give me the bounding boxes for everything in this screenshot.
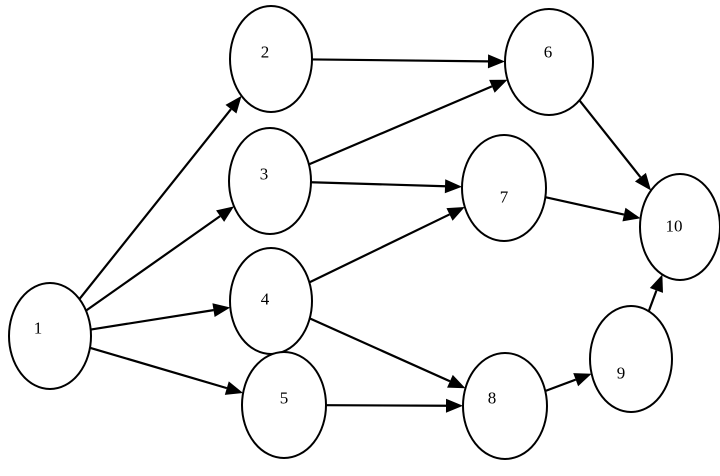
- node-6: 6: [504, 8, 594, 116]
- node-8: 8: [462, 352, 548, 460]
- edge-line: [325, 404, 447, 407]
- edge-line: [78, 108, 232, 300]
- edge-9-to-10: [647, 274, 663, 312]
- node-4: 4: [229, 247, 313, 355]
- edge-line: [309, 317, 451, 383]
- node-label: 5: [280, 389, 289, 408]
- edge-line: [308, 85, 493, 166]
- node-3: 3: [228, 127, 312, 235]
- node-label: 3: [260, 165, 269, 184]
- arrowhead-icon: [573, 373, 592, 387]
- edge-6-to-10: [578, 99, 652, 191]
- arrowhead-icon: [446, 207, 465, 221]
- arrowhead-icon: [445, 398, 464, 413]
- node-circle: [229, 247, 313, 355]
- arrowhead-icon: [634, 172, 652, 191]
- arrowhead-icon: [224, 381, 244, 395]
- edge-4-to-8: [309, 317, 466, 389]
- nodes-layer: 1 2 3 4 5 6 7 8 9 10: [8, 5, 720, 460]
- edge-1-to-3: [85, 206, 234, 312]
- arrowhead-icon: [447, 374, 466, 389]
- node-label: 9: [617, 364, 626, 383]
- node-label: 4: [261, 290, 270, 309]
- node-5: 5: [241, 351, 327, 459]
- edge-3-to-6: [308, 79, 508, 166]
- edge-1-to-4: [90, 303, 231, 331]
- node-label: 10: [666, 217, 683, 236]
- node-label: 7: [500, 188, 509, 207]
- node-circle: [241, 351, 327, 459]
- edge-line: [545, 196, 625, 216]
- edge-1-to-2: [78, 95, 242, 300]
- node-label: 6: [544, 43, 553, 62]
- node-circle: [504, 8, 594, 116]
- node-label: 1: [34, 319, 43, 338]
- node-9: 9: [589, 305, 673, 413]
- edges-layer: [78, 54, 663, 413]
- edge-line: [647, 290, 658, 312]
- node-circle: [228, 127, 312, 235]
- arrowhead-icon: [649, 274, 663, 293]
- node-circle: [639, 173, 720, 281]
- edge-line: [85, 215, 221, 312]
- edge-line: [90, 309, 214, 331]
- arrowhead-icon: [212, 303, 231, 318]
- node-circle: [461, 134, 547, 242]
- arrowhead-icon: [489, 79, 508, 93]
- edge-5-to-8: [325, 398, 464, 413]
- node-1: 1: [8, 282, 92, 390]
- edge-7-to-10: [545, 196, 641, 222]
- edge-4-to-7: [308, 207, 465, 284]
- edge-line: [578, 99, 642, 178]
- edge-8-to-9: [544, 373, 592, 393]
- node-circle: [8, 282, 92, 390]
- arrowhead-icon: [216, 206, 234, 222]
- node-label: 2: [261, 43, 270, 62]
- arrowhead-icon: [444, 179, 463, 194]
- edge-line: [89, 346, 228, 390]
- node-10: 10: [639, 173, 720, 281]
- edge-2-to-6: [311, 54, 506, 69]
- arrowhead-icon: [487, 54, 506, 69]
- node-circle: [589, 305, 673, 413]
- edge-line: [310, 181, 446, 188]
- edge-3-to-7: [310, 179, 463, 194]
- edge-line: [311, 58, 489, 63]
- arrowhead-icon: [225, 95, 242, 114]
- edge-1-to-5: [89, 346, 244, 395]
- node-label: 8: [488, 389, 497, 408]
- edge-line: [544, 378, 577, 393]
- node-7: 7: [461, 134, 547, 242]
- node-2: 2: [229, 5, 313, 113]
- node-circle: [229, 5, 313, 113]
- edge-line: [308, 213, 450, 284]
- arrowhead-icon: [622, 207, 641, 222]
- node-circle: [462, 352, 548, 460]
